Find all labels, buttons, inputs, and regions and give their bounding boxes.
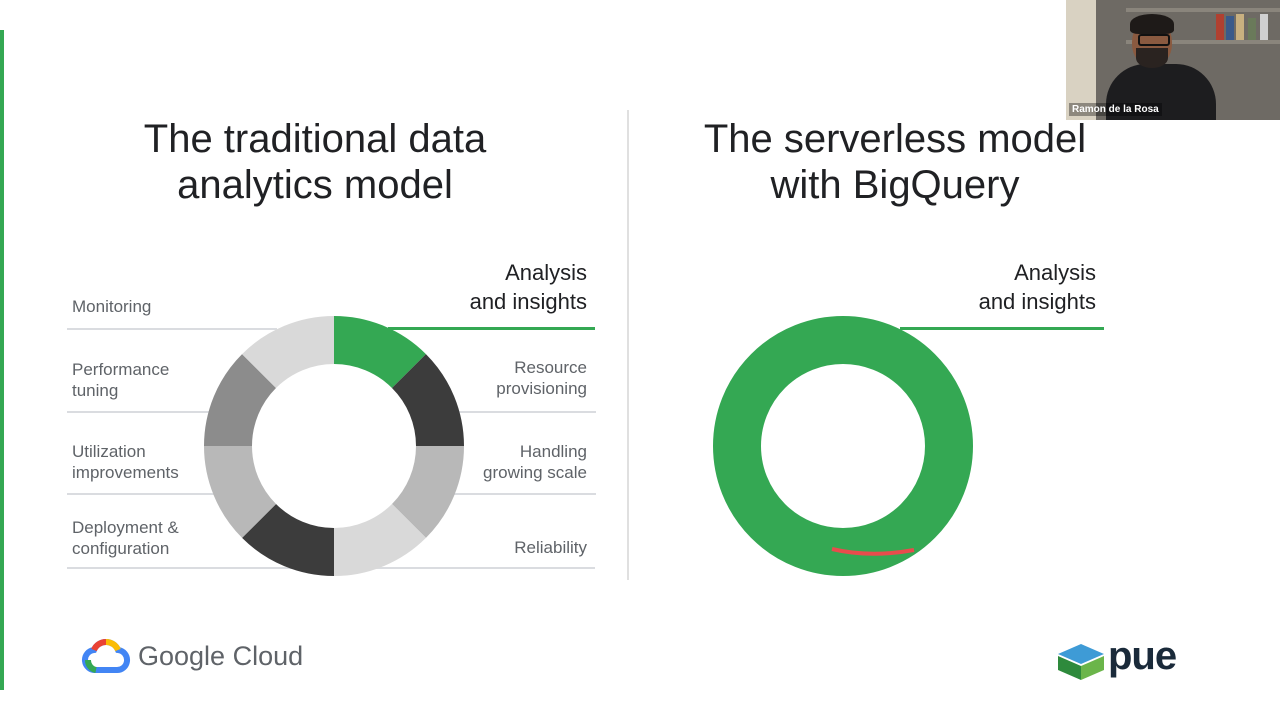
donut-right-segment-1 (713, 316, 973, 576)
participant-name-label: Ramon de la Rosa (1069, 103, 1162, 116)
donut-left-segment-8 (242, 316, 334, 389)
label-monitoring: Monitoring (72, 296, 272, 317)
donut-left-traditional (204, 316, 465, 576)
rule-left-1 (67, 328, 277, 330)
rule-left-3 (67, 493, 217, 495)
left-heading-line-1: Analysis (505, 260, 587, 285)
video-book-3 (1236, 14, 1244, 40)
label-handling-line-2: growing scale (483, 463, 587, 482)
left-title: The traditional data analytics model (110, 116, 520, 208)
participant-video-tile[interactable]: Ramon de la Rosa (1066, 0, 1280, 120)
donut-left-segment-6 (204, 446, 277, 538)
video-book-5 (1260, 14, 1268, 40)
donut-left-segment-1 (334, 316, 426, 389)
left-analysis-heading: Analysis and insights (430, 258, 587, 316)
right-heading-line-1: Analysis (1014, 260, 1096, 285)
rule-left-2 (67, 411, 227, 413)
rule-right-2 (450, 493, 596, 495)
google-cloud-wordmark: Google Cloud (138, 641, 304, 671)
video-shelf-2 (1126, 40, 1280, 44)
label-deployment-configuration: Deployment & configuration (72, 517, 272, 559)
label-deployment-line-1: Deployment & (72, 518, 179, 537)
left-title-line-1: The traditional data (143, 117, 487, 161)
participant-hair (1130, 14, 1174, 34)
pue-logo-icon (1056, 642, 1106, 682)
label-resource-line-2: provisioning (496, 379, 587, 398)
video-book-2 (1226, 16, 1234, 40)
google-cloud-logo-icon (82, 638, 130, 674)
label-reliability: Reliability (420, 537, 587, 558)
participant-body (1106, 64, 1216, 120)
right-title: The serverless model with BigQuery (670, 116, 1120, 208)
pue-wordmark: pue (1108, 634, 1177, 678)
label-monitoring-line-1: Monitoring (72, 297, 152, 316)
donut-right-red-accent (831, 547, 915, 556)
left-heading-leader-line (388, 327, 595, 330)
left-heading-line-2: and insights (469, 289, 587, 314)
right-heading-leader-line (900, 327, 1104, 330)
donut-right-serverless (713, 316, 973, 576)
label-utilization-line-2: improvements (72, 463, 179, 482)
video-book-1 (1216, 14, 1224, 40)
slide-center-divider (627, 110, 629, 580)
donut-left-segment-3 (391, 446, 465, 538)
participant-beard (1136, 48, 1168, 68)
label-resource-provisioning: Resource provisioning (420, 357, 587, 399)
left-title-line-2: analytics model (177, 163, 453, 207)
label-resource-line-1: Resource (514, 358, 587, 377)
slide-left-accent-bar (0, 30, 4, 690)
label-handling-line-1: Handling (519, 442, 587, 461)
donut-left-segment-4 (334, 503, 426, 576)
right-title-line-1: The serverless model (703, 117, 1087, 161)
right-analysis-heading: Analysis and insights (940, 258, 1096, 316)
label-reliability-line-1: Reliability (514, 538, 587, 557)
video-window-light (1066, 0, 1096, 120)
label-performance-tuning-line-2: tuning (72, 381, 119, 400)
donut-left-segment-2 (391, 354, 464, 446)
label-deployment-line-2: configuration (72, 539, 170, 558)
right-title-line-2: with BigQuery (770, 163, 1020, 207)
label-utilization-line-1: Utilization (72, 442, 146, 461)
label-performance-tuning-line-1: Performance (72, 360, 170, 379)
video-book-4 (1248, 18, 1256, 40)
participant-glasses (1138, 34, 1170, 46)
label-handling-growing-scale: Handling growing scale (420, 441, 587, 483)
rule-right-1 (440, 411, 596, 413)
donut-left-segment-7 (204, 354, 277, 446)
label-utilization-improvements: Utilization improvements (72, 441, 272, 483)
right-heading-line-2: and insights (978, 289, 1096, 314)
donut-left-segment-5 (242, 503, 334, 576)
label-performance-tuning: Performance tuning (72, 359, 272, 401)
video-shelf-1 (1126, 8, 1280, 12)
